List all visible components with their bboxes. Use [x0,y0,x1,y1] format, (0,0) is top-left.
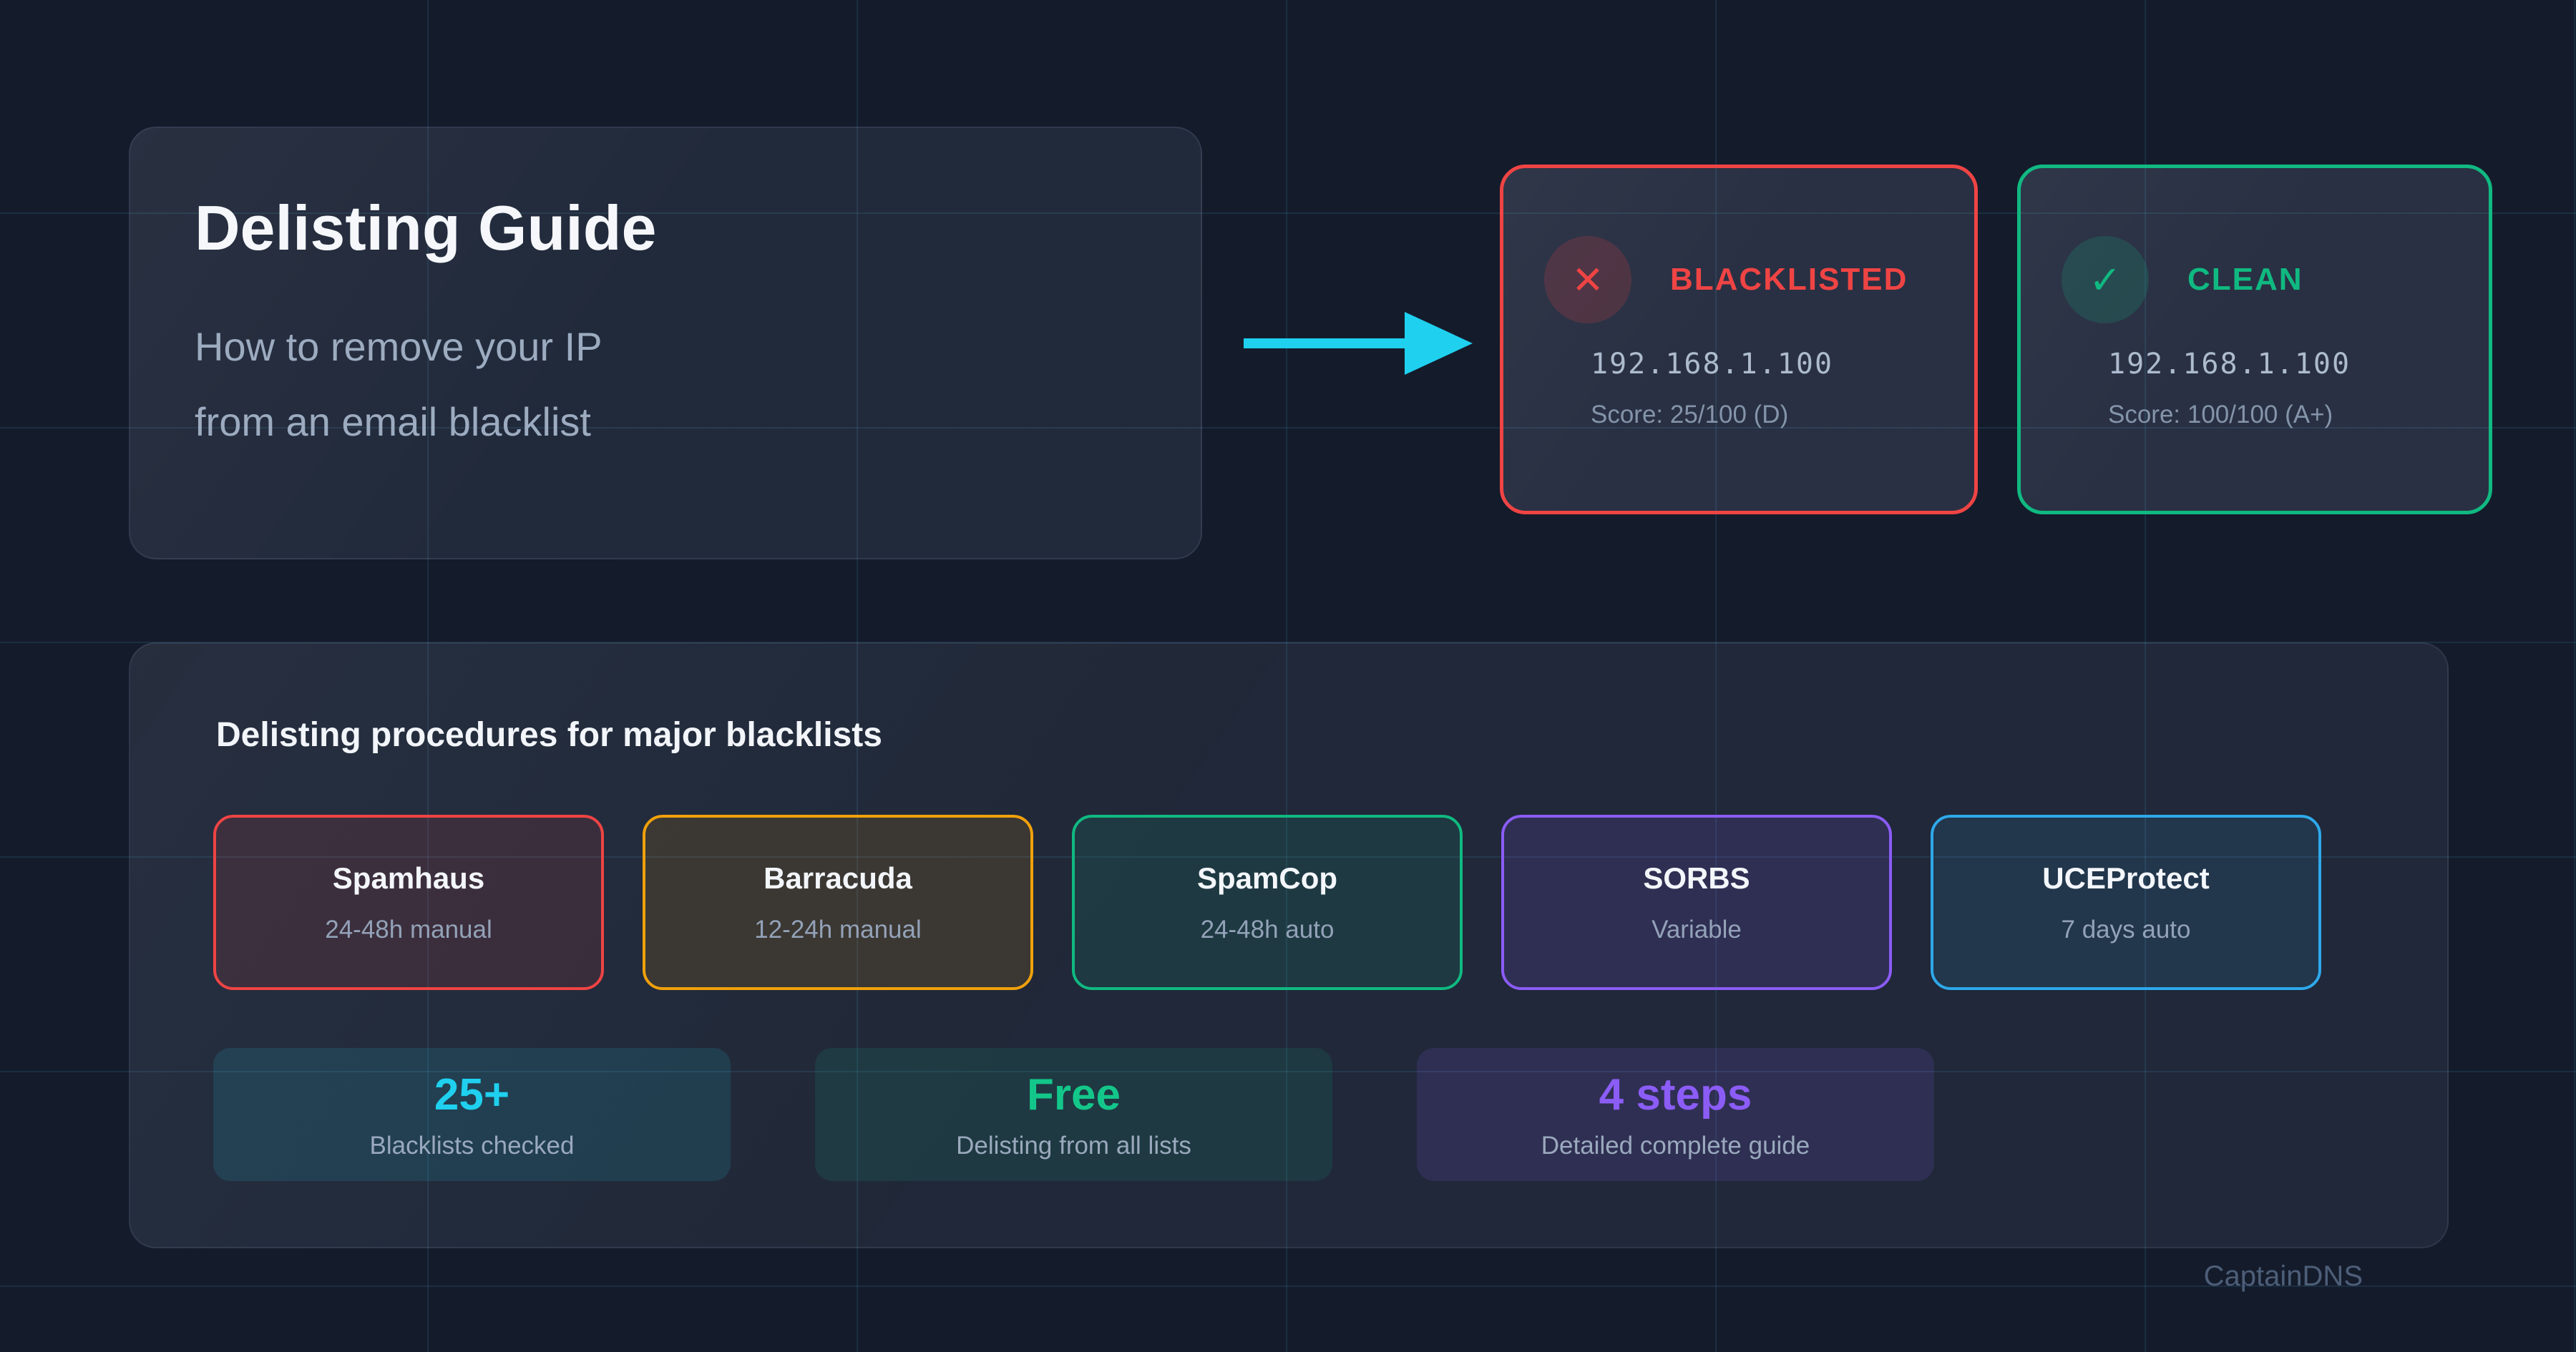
status-card-blacklisted: ✕ BLACKLISTED 192.168.1.100 Score: 25/10… [1500,165,1978,514]
watermark-brand: CaptainDNS [2203,1260,2363,1292]
stat-label: Detailed complete guide [1541,1131,1810,1160]
procedure-name: UCEProtect [2042,861,2210,895]
procedure-time: 24-48h auto [1200,915,1335,944]
procedure-time: 12-24h manual [754,915,922,944]
ip-address: 192.168.1.100 [1591,348,1834,381]
stat-card-guide-steps: 4 steps Detailed complete guide [1417,1048,1934,1181]
x-icon: ✕ [1544,236,1631,323]
procedure-card-spamcop: SpamCop 24-48h auto [1072,815,1463,990]
subtitle-line-2: from an email blacklist [195,399,591,444]
procedure-card-barracuda: Barracuda 12-24h manual [643,815,1033,990]
page-subtitle: How to remove your IP from an email blac… [195,309,1136,459]
stat-value: Free [1027,1069,1121,1120]
procedure-card-spamhaus: Spamhaus 24-48h manual [213,815,604,990]
right-arrow-icon [1244,312,1473,375]
procedure-card-sorbs: SORBS Variable [1501,815,1892,990]
procedure-time: 24-48h manual [325,915,492,944]
status-header: ✓ CLEAN [2062,236,2489,323]
stat-card-free-delisting: Free Delisting from all lists [815,1048,1332,1181]
ip-address: 192.168.1.100 [2108,348,2351,381]
procedure-time: Variable [1652,915,1742,944]
hero-card: Delisting Guide How to remove your IP fr… [129,127,1202,559]
page-title: Delisting Guide [195,192,657,263]
score-text: Score: 25/100 (D) [1591,401,1789,428]
subtitle-line-1: How to remove your IP [195,324,602,369]
stat-card-blacklists-checked: 25+ Blacklists checked [213,1048,731,1181]
stat-value: 4 steps [1599,1069,1752,1120]
arrow-shaft [1244,338,1407,348]
arrow-head [1405,312,1473,375]
procedure-name: SpamCop [1196,861,1337,895]
stat-label: Blacklists checked [369,1131,575,1160]
status-header: ✕ BLACKLISTED [1544,236,1974,323]
score-text: Score: 100/100 (A+) [2108,401,2333,428]
procedures-panel: Delisting procedures for major blacklist… [129,642,2449,1248]
procedure-name: Barracuda [763,861,912,895]
procedure-name: SORBS [1643,861,1750,895]
procedure-cards-row: Spamhaus 24-48h manual Barracuda 12-24h … [213,815,2321,990]
check-icon: ✓ [2062,236,2149,323]
procedure-name: Spamhaus [332,861,485,895]
procedure-time: 7 days auto [2061,915,2191,944]
stat-value: 25+ [434,1069,510,1120]
status-card-clean: ✓ CLEAN 192.168.1.100 Score: 100/100 (A+… [2017,165,2492,514]
procedures-heading: Delisting procedures for major blacklist… [216,716,882,754]
stat-label: Delisting from all lists [956,1131,1191,1160]
procedure-card-uceprotect: UCEProtect 7 days auto [1931,815,2321,990]
status-label: BLACKLISTED [1670,262,1908,297]
status-label: CLEAN [2187,262,2303,297]
stats-row: 25+ Blacklists checked Free Delisting fr… [213,1048,1934,1181]
